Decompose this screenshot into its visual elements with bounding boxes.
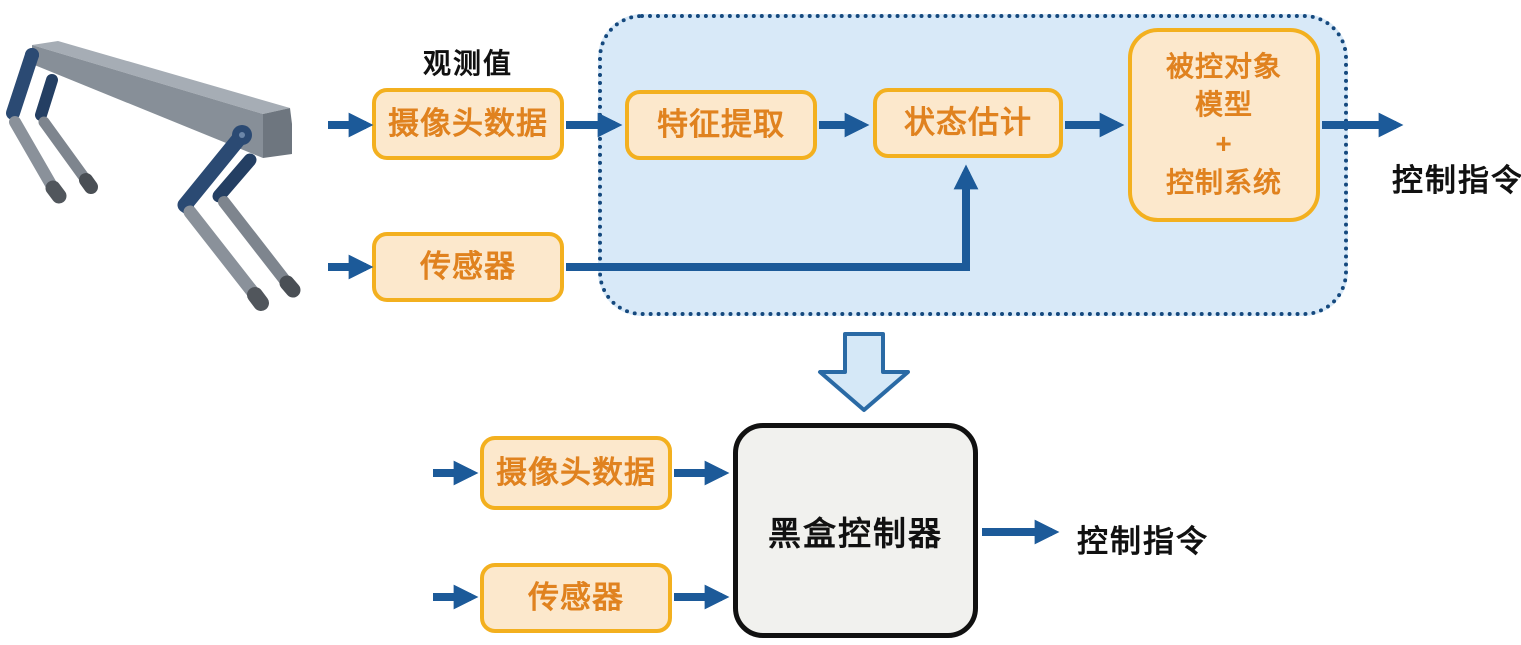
plant-model-line: 被控对象: [1165, 50, 1282, 82]
plant-model-box: 被控对象 模型 + 控制系统: [1128, 28, 1320, 222]
plant-model-line: +: [1215, 128, 1233, 159]
control-command-label-top: 控制指令: [1392, 163, 1521, 198]
control-command-label-bottom: 控制指令: [1077, 524, 1209, 559]
big-down-arrow: [818, 332, 910, 412]
camera-data-box-bottom: 摄像头数据: [480, 436, 672, 510]
observation-label: 观测值: [422, 48, 513, 79]
camera-data-box-top: 摄像头数据: [372, 88, 564, 160]
black-box-controller-box: 黑盒控制器: [733, 423, 978, 638]
quadruped-robot-illustration: [6, 41, 301, 311]
sensor-box-top: 传感器: [372, 232, 564, 302]
sensor-box-bottom: 传感器: [480, 563, 672, 633]
plant-model-line: 模型: [1194, 89, 1253, 121]
feature-extraction-box: 特征提取: [625, 90, 817, 160]
state-estimation-box: 状态估计: [873, 88, 1063, 158]
plant-model-line: 控制系统: [1165, 166, 1282, 198]
